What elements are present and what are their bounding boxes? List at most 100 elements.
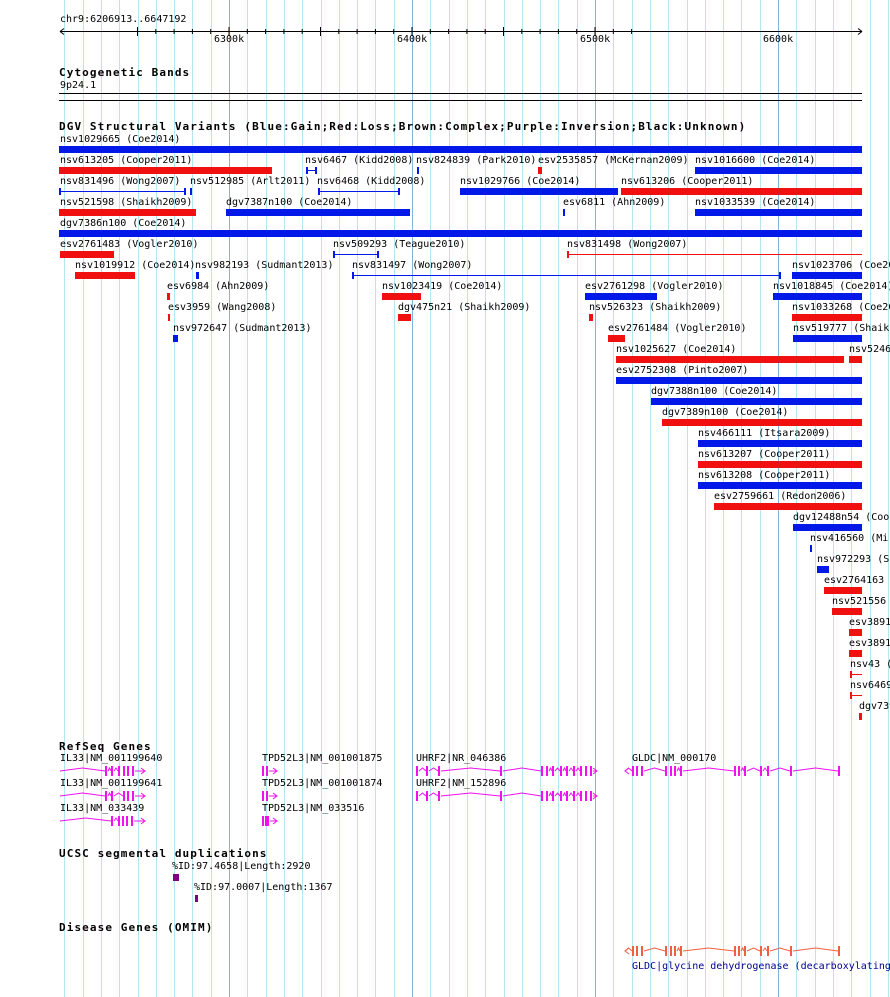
segdup-feature[interactable] <box>173 874 179 881</box>
variant-bar[interactable] <box>59 209 196 216</box>
variant-bar[interactable] <box>698 482 862 489</box>
variant-bar[interactable] <box>460 188 618 195</box>
variant-bar[interactable] <box>616 377 862 384</box>
transcript-label[interactable]: IL33|NM_001199641 <box>60 778 163 789</box>
variant-bar[interactable] <box>793 335 862 342</box>
transcript-glyph[interactable] <box>262 791 278 801</box>
variant-bar[interactable] <box>621 188 862 195</box>
transcript-label[interactable]: IL33|NM_033439 <box>60 803 145 814</box>
axis-line <box>857 31 863 35</box>
variant-label: nsv1023706 (Coe20 <box>792 260 890 271</box>
variant-label: nsv519777 (Shaik <box>793 323 890 334</box>
transcript-glyph[interactable] <box>416 766 598 776</box>
variant-bar[interactable] <box>810 545 812 552</box>
variant-bar[interactable] <box>651 398 862 405</box>
variant-bar[interactable] <box>567 254 862 255</box>
variant-bar[interactable] <box>538 167 542 174</box>
grid-line <box>723 0 724 997</box>
variant-bar[interactable] <box>563 209 565 216</box>
variant-bar[interactable] <box>695 209 862 216</box>
transcript-glyph[interactable] <box>59 816 146 826</box>
variant-bar[interactable] <box>168 314 170 321</box>
variant-bar[interactable] <box>824 587 862 594</box>
variant-bar[interactable] <box>59 167 272 174</box>
variant-bar[interactable] <box>698 440 862 447</box>
transcript-label[interactable]: UHRF2|NM_152896 <box>416 778 507 789</box>
variant-bar[interactable] <box>662 419 862 426</box>
variant-bar[interactable] <box>773 293 862 300</box>
variant-bar[interactable] <box>75 272 135 279</box>
variant-label: esv2764163 <box>824 575 885 586</box>
variant-bar[interactable] <box>585 293 657 300</box>
grid-line <box>504 0 505 997</box>
variant-bar[interactable] <box>849 356 862 363</box>
variant-label: nsv972293 (S <box>817 554 890 565</box>
variant-bar[interactable] <box>196 272 199 279</box>
region-label: chr9:6206913..6647192 <box>60 14 187 25</box>
variant-bar[interactable] <box>59 191 185 192</box>
variant-bar[interactable] <box>616 356 844 363</box>
transcript-glyph[interactable] <box>262 816 278 826</box>
ruler-axis[interactable] <box>0 0 890 40</box>
variant-bar[interactable] <box>849 629 862 636</box>
variant-bar[interactable] <box>226 209 410 216</box>
variant-bar[interactable] <box>352 275 780 276</box>
transcript-label[interactable]: TPD52L3|NM_001001874 <box>262 778 383 789</box>
transcript-label[interactable]: TPD52L3|NM_001001875 <box>262 753 383 764</box>
variant-bar[interactable] <box>698 461 862 468</box>
transcript-label[interactable]: UHRF2|NR_046386 <box>416 753 507 764</box>
variant-bar[interactable] <box>832 608 862 615</box>
grid-line <box>138 0 139 997</box>
variant-label: esv3891 <box>849 638 890 649</box>
transcript-glyph[interactable] <box>59 791 146 801</box>
segdup-feature[interactable] <box>195 895 198 902</box>
variant-bar[interactable] <box>792 314 862 321</box>
variant-bar[interactable] <box>59 146 862 153</box>
grid-line <box>613 0 614 997</box>
grid-line <box>83 0 84 997</box>
variant-bar[interactable] <box>306 170 316 171</box>
transcript-label[interactable]: IL33|NM_001199640 <box>60 753 163 764</box>
variant-label: nsv521598 (Shaikh2009) <box>60 197 193 208</box>
transcript-label[interactable]: TPD52L3|NM_033516 <box>262 803 365 814</box>
variant-bar[interactable] <box>850 674 862 675</box>
variant-label: nsv1025627 (Coe2014) <box>616 344 737 355</box>
variant-bar[interactable] <box>695 167 862 174</box>
variant-bar[interactable] <box>167 293 170 300</box>
variant-bar[interactable] <box>608 335 625 342</box>
segdup-track-title: UCSC segmental duplications <box>59 847 268 860</box>
variant-bar[interactable] <box>417 167 419 174</box>
variant-bar[interactable] <box>173 335 178 342</box>
cytoband-label[interactable]: 9p24.1 <box>60 80 97 91</box>
transcript-glyph[interactable] <box>59 766 146 776</box>
variant-bar[interactable] <box>398 314 411 321</box>
variant-bar[interactable] <box>817 566 829 573</box>
grid-line <box>64 0 65 997</box>
variant-bar[interactable] <box>859 713 862 720</box>
omim-gene-label[interactable]: GLDC|glycine dehydrogenase (decarboxylat… <box>632 961 890 972</box>
variant-bar[interactable] <box>318 191 399 192</box>
variant-label: esv2761298 (Vogler2010) <box>585 281 724 292</box>
transcript-glyph[interactable] <box>262 766 278 776</box>
variant-label: esv3891 <box>849 617 890 628</box>
transcript-label[interactable]: GLDC|NM_000170 <box>632 753 717 764</box>
variant-bar[interactable] <box>850 695 862 696</box>
omim-transcript[interactable] <box>624 946 840 956</box>
variant-bar[interactable] <box>333 254 378 255</box>
variant-bar[interactable] <box>589 314 593 321</box>
variant-bar[interactable] <box>849 650 862 657</box>
grid-line <box>266 0 267 997</box>
variant-bar[interactable] <box>714 503 862 510</box>
grid-line <box>321 0 322 997</box>
variant-bar[interactable] <box>793 524 862 531</box>
transcript-glyph[interactable] <box>416 791 598 801</box>
variant-bar[interactable] <box>60 251 114 258</box>
variant-bar[interactable] <box>792 272 862 279</box>
transcript-glyph[interactable] <box>624 766 840 776</box>
variant-label: dgv7388n100 (Coe2014) <box>651 386 778 397</box>
variant-bar[interactable] <box>59 230 862 237</box>
cytoband-bar[interactable] <box>59 93 862 94</box>
variant-bar[interactable] <box>190 188 192 195</box>
variant-bar[interactable] <box>382 293 421 300</box>
